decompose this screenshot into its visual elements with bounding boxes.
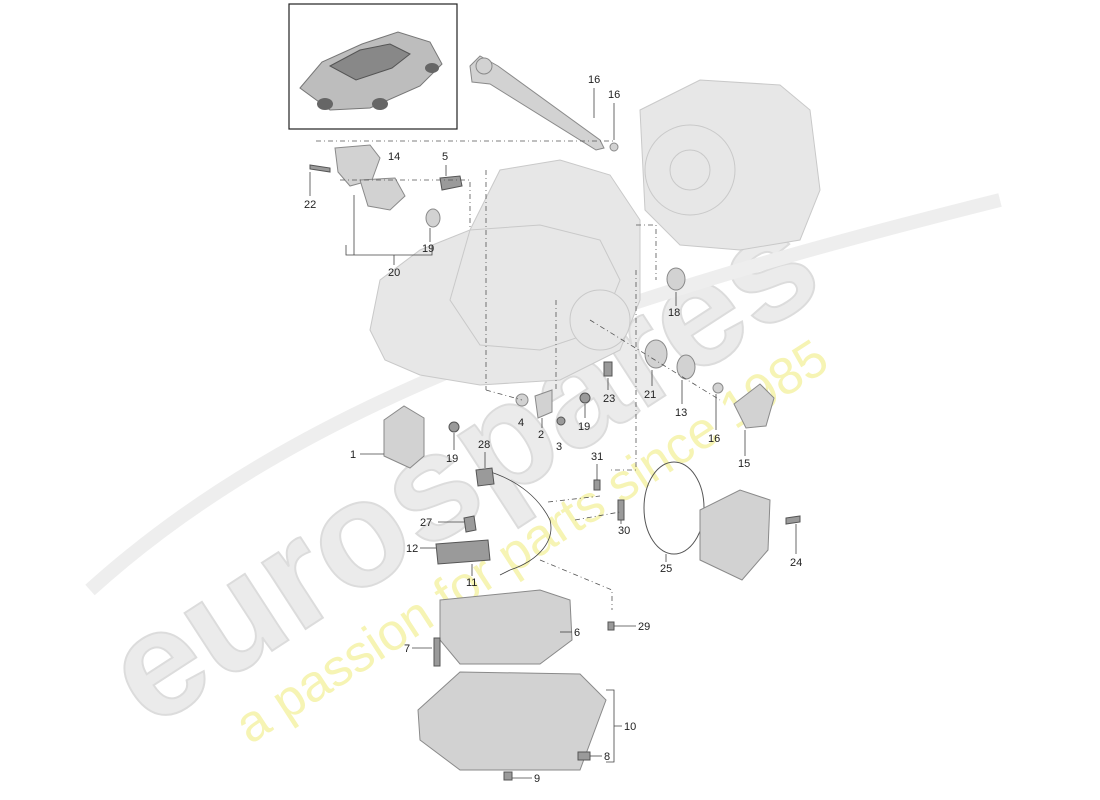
plug — [448, 421, 460, 433]
heat-shield — [383, 405, 425, 469]
callout-2: 2 — [538, 429, 544, 441]
callout-16: 16 — [708, 433, 720, 445]
callout-24: 22 — [304, 199, 316, 211]
end-cover — [699, 489, 771, 581]
callout-23: 23 — [603, 393, 615, 405]
retaining-ring — [676, 354, 696, 380]
callout-22: 20 — [388, 267, 400, 279]
wiring-harness — [483, 469, 552, 576]
solenoid-valves — [435, 539, 491, 565]
connector — [475, 467, 495, 487]
callout-19: 19 — [578, 421, 590, 433]
nut — [556, 416, 566, 426]
callout-9: 9 — [534, 773, 540, 785]
bolt — [617, 499, 625, 521]
callout-13: 13 — [675, 407, 687, 419]
bolt — [309, 164, 331, 173]
oil-pan — [417, 671, 607, 771]
bolt — [503, 771, 513, 781]
shaft-seal — [644, 339, 668, 369]
callout-24: 24 — [790, 557, 802, 569]
callout-16: 16 — [608, 89, 620, 101]
callout-labels: 16 16 14 5 22 19 20 18 21 13 23 16 15 4 … — [304, 74, 802, 785]
callout-3: 3 — [556, 441, 562, 453]
thumbnail — [288, 3, 458, 130]
callout-5: 5 — [442, 151, 448, 163]
callout-31: 31 — [591, 451, 603, 463]
sensor — [463, 515, 477, 533]
callout-8: 8 — [604, 751, 610, 763]
callout-10: 10 — [624, 721, 636, 733]
bolt — [433, 637, 441, 667]
callout-11: 11 — [466, 577, 477, 589]
callout-21: 19 — [422, 243, 434, 255]
sensor — [439, 175, 463, 191]
callout-12: 12 — [406, 543, 418, 555]
callout-17: 16 — [588, 74, 600, 86]
callout-14: 14 — [388, 151, 400, 163]
callout-30: 30 — [618, 525, 630, 537]
callout-20: 21 — [644, 389, 656, 401]
assembly-lines — [316, 140, 721, 610]
callout-1: 1 — [350, 449, 356, 461]
bolt — [603, 361, 613, 377]
callout-28: 28 — [478, 439, 490, 451]
shaft-seal — [666, 267, 686, 291]
callout-7: 7 — [404, 643, 410, 655]
lever — [534, 389, 553, 419]
valve-body — [439, 589, 573, 665]
flange — [733, 383, 775, 429]
bolt — [785, 515, 801, 525]
gearbox-housing — [369, 159, 641, 386]
o-ring — [712, 382, 724, 394]
dual-clutch-unit — [639, 79, 821, 251]
callout-4: 4 — [518, 417, 524, 429]
bolt — [607, 621, 615, 631]
callout-25: 25 — [660, 563, 672, 575]
bolt — [593, 479, 601, 491]
gasket — [359, 177, 406, 211]
callout-27: 27 — [420, 517, 432, 529]
car-icon — [299, 31, 443, 111]
drain-plug — [577, 751, 591, 761]
shaft-seal — [425, 208, 441, 228]
seal-ring — [609, 142, 619, 152]
callout-18: 18 — [668, 307, 680, 319]
callout-19: 19 — [446, 453, 458, 465]
callout-29: 29 — [638, 621, 650, 633]
plug — [579, 392, 591, 404]
callout-15: 15 — [738, 458, 750, 470]
callout-6: 6 — [574, 627, 580, 639]
drive-shaft — [469, 55, 605, 151]
parts — [309, 55, 801, 781]
